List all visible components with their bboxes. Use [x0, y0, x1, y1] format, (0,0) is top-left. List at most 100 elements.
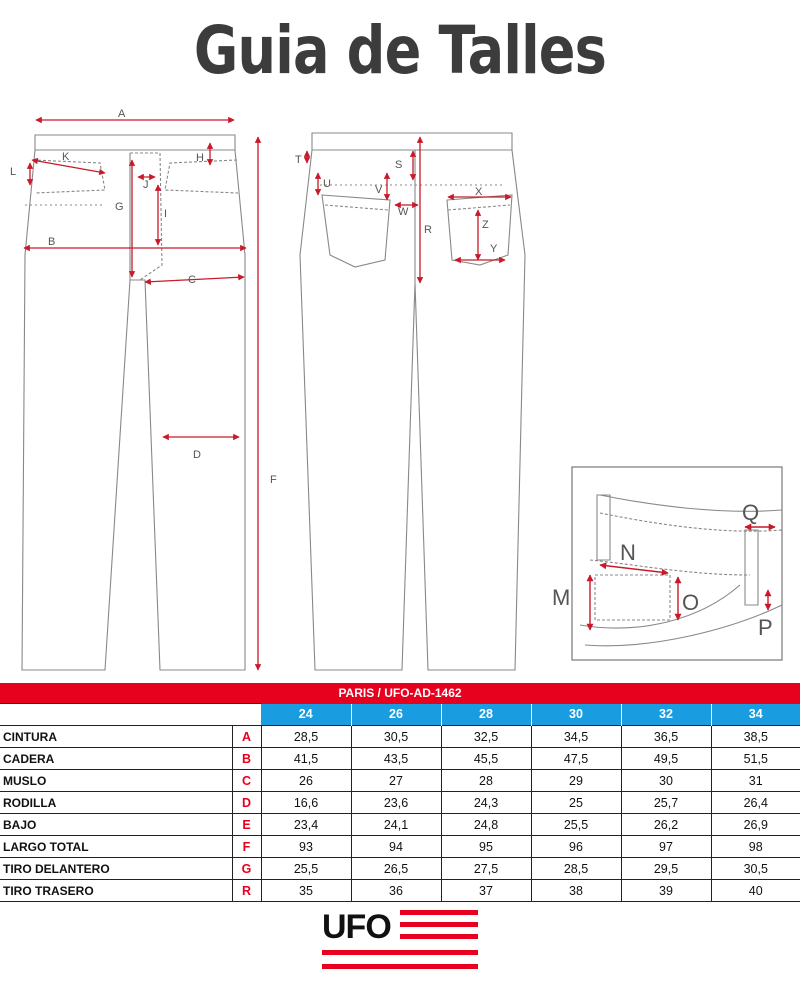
- logo-stripe: [400, 922, 478, 927]
- size-32: 32: [621, 703, 712, 726]
- label-s: S: [395, 159, 402, 171]
- size-30: 30: [531, 703, 622, 726]
- row-value: 24,8: [440, 813, 531, 836]
- row-name: BAJO: [0, 813, 232, 836]
- row-name: TIRO TRASERO: [0, 879, 232, 902]
- row-value: 97: [620, 835, 711, 858]
- logo-stripe: [322, 950, 478, 955]
- label-d: D: [193, 449, 201, 461]
- front-waistband: [34, 134, 236, 151]
- row-letter: D: [231, 791, 261, 814]
- table-row: RODILLA D 16,6 23,6 24,3 25 25,7 26,4: [0, 791, 800, 814]
- row-value: 23,4: [260, 813, 351, 836]
- row-value: 38,5: [710, 725, 800, 748]
- back-measures: [303, 136, 512, 284]
- row-letter: G: [231, 857, 261, 880]
- row-value: 28,5: [530, 857, 621, 880]
- row-value: 26,5: [350, 857, 441, 880]
- row-letter: C: [231, 769, 261, 792]
- pocket-detail-view: Q N M O P: [552, 466, 783, 661]
- label-b: B: [48, 236, 55, 248]
- row-value: 41,5: [260, 747, 351, 770]
- table-row: LARGO TOTAL F 93 94 95 96 97 98: [0, 835, 800, 858]
- row-value: 26: [260, 769, 351, 792]
- size-24: 24: [261, 703, 352, 726]
- label-l: L: [10, 166, 16, 178]
- table-row: TIRO DELANTERO G 25,5 26,5 27,5 28,5 29,…: [0, 857, 800, 880]
- row-value: 47,5: [530, 747, 621, 770]
- row-letter: R: [231, 879, 261, 902]
- row-value: 30,5: [350, 725, 441, 748]
- row-value: 96: [530, 835, 621, 858]
- row-value: 40: [710, 879, 800, 902]
- label-j: J: [143, 179, 149, 191]
- row-value: 36: [350, 879, 441, 902]
- row-name: RODILLA: [0, 791, 232, 814]
- jeans-measurement-diagram: A K H L J G I B C D F T S U V W: [10, 108, 783, 671]
- row-value: 16,6: [260, 791, 351, 814]
- row-value: 24,1: [350, 813, 441, 836]
- row-value: 26,4: [710, 791, 800, 814]
- label-f: F: [270, 474, 277, 486]
- row-value: 45,5: [440, 747, 531, 770]
- label-i: I: [164, 208, 167, 220]
- row-letter: F: [231, 835, 261, 858]
- back-view: [299, 132, 526, 671]
- label-u: U: [323, 178, 331, 190]
- logo-text: UFO: [322, 908, 392, 946]
- label-q: Q: [742, 500, 759, 525]
- label-c: C: [188, 274, 196, 286]
- row-value: 27,5: [440, 857, 531, 880]
- table-header: PARIS / UFO-AD-1462: [0, 683, 800, 704]
- page-title: Guia de Talles: [193, 12, 607, 89]
- label-o: O: [682, 590, 699, 615]
- row-value: 25,5: [260, 857, 351, 880]
- row-value: 95: [440, 835, 531, 858]
- row-value: 23,6: [350, 791, 441, 814]
- table-row: BAJO E 23,4 24,1 24,8 25,5 26,2 26,9: [0, 813, 800, 836]
- front-measures: [23, 116, 262, 671]
- row-letter: E: [231, 813, 261, 836]
- row-value: 24,3: [440, 791, 531, 814]
- ufo-logo: UFO: [322, 910, 478, 972]
- front-view: [21, 134, 246, 671]
- label-m: M: [552, 585, 570, 610]
- label-w: W: [398, 206, 409, 218]
- back-pocket-right: [446, 194, 513, 266]
- row-value: 49,5: [620, 747, 711, 770]
- back-outline: [299, 149, 526, 671]
- row-value: 28: [440, 769, 531, 792]
- row-value: 38: [530, 879, 621, 902]
- row-value: 34,5: [530, 725, 621, 748]
- label-x: X: [475, 186, 483, 198]
- size-28: 28: [441, 703, 532, 726]
- row-value: 35: [260, 879, 351, 902]
- row-name: TIRO DELANTERO: [0, 857, 232, 880]
- row-letter: B: [231, 747, 261, 770]
- row-value: 28,5: [260, 725, 351, 748]
- row-value: 25: [530, 791, 621, 814]
- row-name: MUSLO: [0, 769, 232, 792]
- row-value: 94: [350, 835, 441, 858]
- size-26: 26: [351, 703, 442, 726]
- row-value: 26,9: [710, 813, 800, 836]
- row-value: 98: [710, 835, 800, 858]
- logo-stripe: [400, 934, 478, 939]
- row-value: 31: [710, 769, 800, 792]
- row-name: LARGO TOTAL: [0, 835, 232, 858]
- row-value: 43,5: [350, 747, 441, 770]
- table-row: CINTURA A 28,5 30,5 32,5 34,5 36,5 38,5: [0, 725, 800, 748]
- row-value: 25,7: [620, 791, 711, 814]
- row-value: 30,5: [710, 857, 800, 880]
- label-g: G: [115, 201, 124, 213]
- back-pocket-left: [321, 194, 391, 268]
- front-outline: [21, 149, 246, 671]
- label-r: R: [424, 224, 432, 236]
- row-name: CADERA: [0, 747, 232, 770]
- row-value: 51,5: [710, 747, 800, 770]
- row-name: CINTURA: [0, 725, 232, 748]
- table-row: MUSLO C 26 27 28 29 30 31: [0, 769, 800, 792]
- size-34: 34: [711, 703, 800, 726]
- row-value: 93: [260, 835, 351, 858]
- label-n: N: [620, 540, 636, 565]
